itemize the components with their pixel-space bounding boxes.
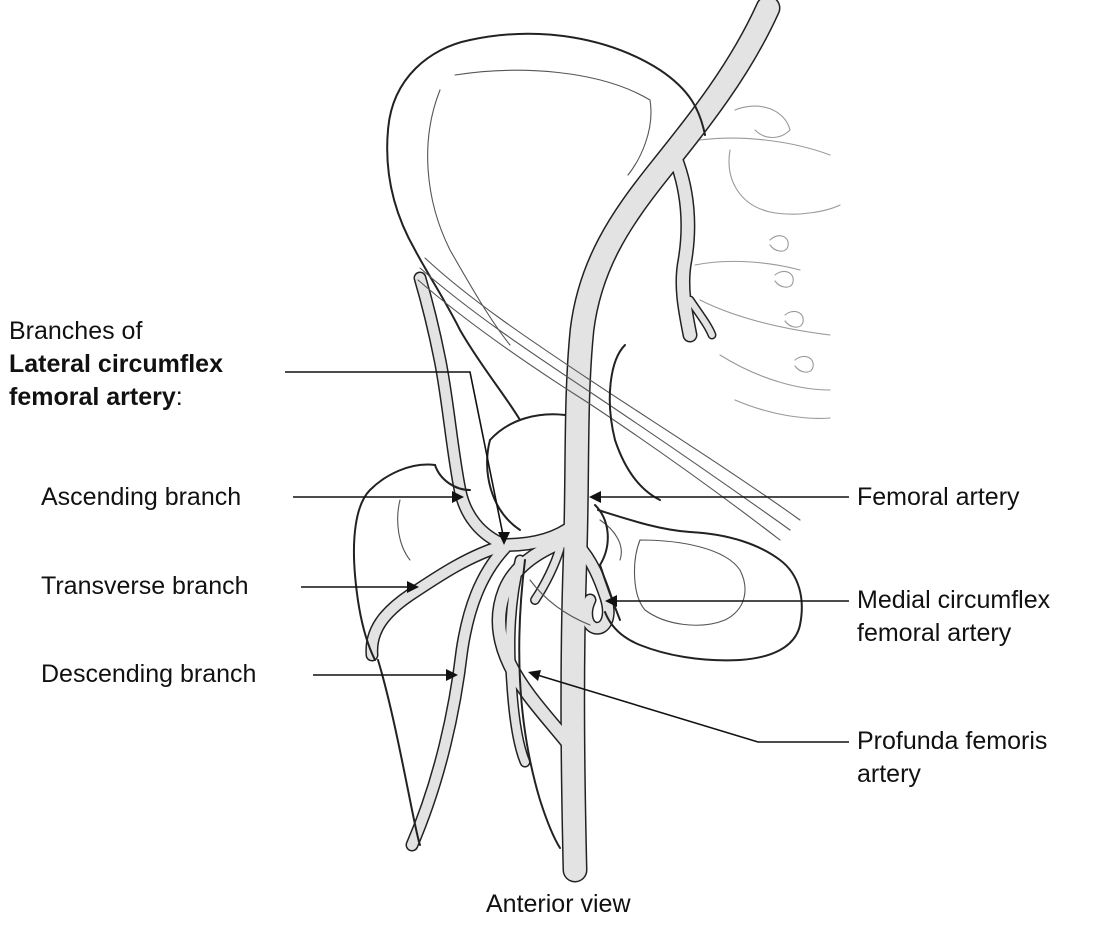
lateral-group-line3-bold: femoral artery xyxy=(9,383,176,411)
lateral-group-label: Branches of Lateral circumflex femoral a… xyxy=(9,315,223,414)
medial-circumflex-line2: femoral artery xyxy=(857,617,1050,650)
lateral-group-line2: Lateral circumflex xyxy=(9,348,223,381)
pubic-bone xyxy=(598,345,802,660)
transverse-branch-vessel xyxy=(372,545,505,655)
profunda-femoris-line1: Profunda femoris xyxy=(857,725,1047,758)
ascending-branch-vessel xyxy=(420,278,505,545)
view-caption: Anterior view xyxy=(486,888,631,921)
profunda-femoris-label: Profunda femoris artery xyxy=(857,725,1047,791)
arrow-femoral xyxy=(589,491,601,503)
arrow-profunda xyxy=(528,670,541,681)
femoral-artery-label: Femoral artery xyxy=(857,481,1020,514)
artery-network xyxy=(372,8,768,870)
lateral-group-line3-suffix: : xyxy=(176,383,183,411)
femoral-artery-vessel-outline xyxy=(573,8,768,870)
medial-circumflex-label: Medial circumflex femoral artery xyxy=(857,584,1050,650)
medial-circumflex-line1: Medial circumflex xyxy=(857,584,1050,617)
descending-branch-vessel xyxy=(412,548,505,845)
transverse-branch-vessel-outline xyxy=(372,545,505,655)
lateral-group-line1: Branches of xyxy=(9,315,223,348)
descending-branch-label: Descending branch xyxy=(41,658,256,691)
sacrum xyxy=(695,106,840,418)
profunda-femoris-line2: artery xyxy=(857,758,1047,791)
lateral-group-line3: femoral artery: xyxy=(9,381,223,414)
ascending-branch-label: Ascending branch xyxy=(41,481,241,514)
transverse-branch-label: Transverse branch xyxy=(41,570,249,603)
